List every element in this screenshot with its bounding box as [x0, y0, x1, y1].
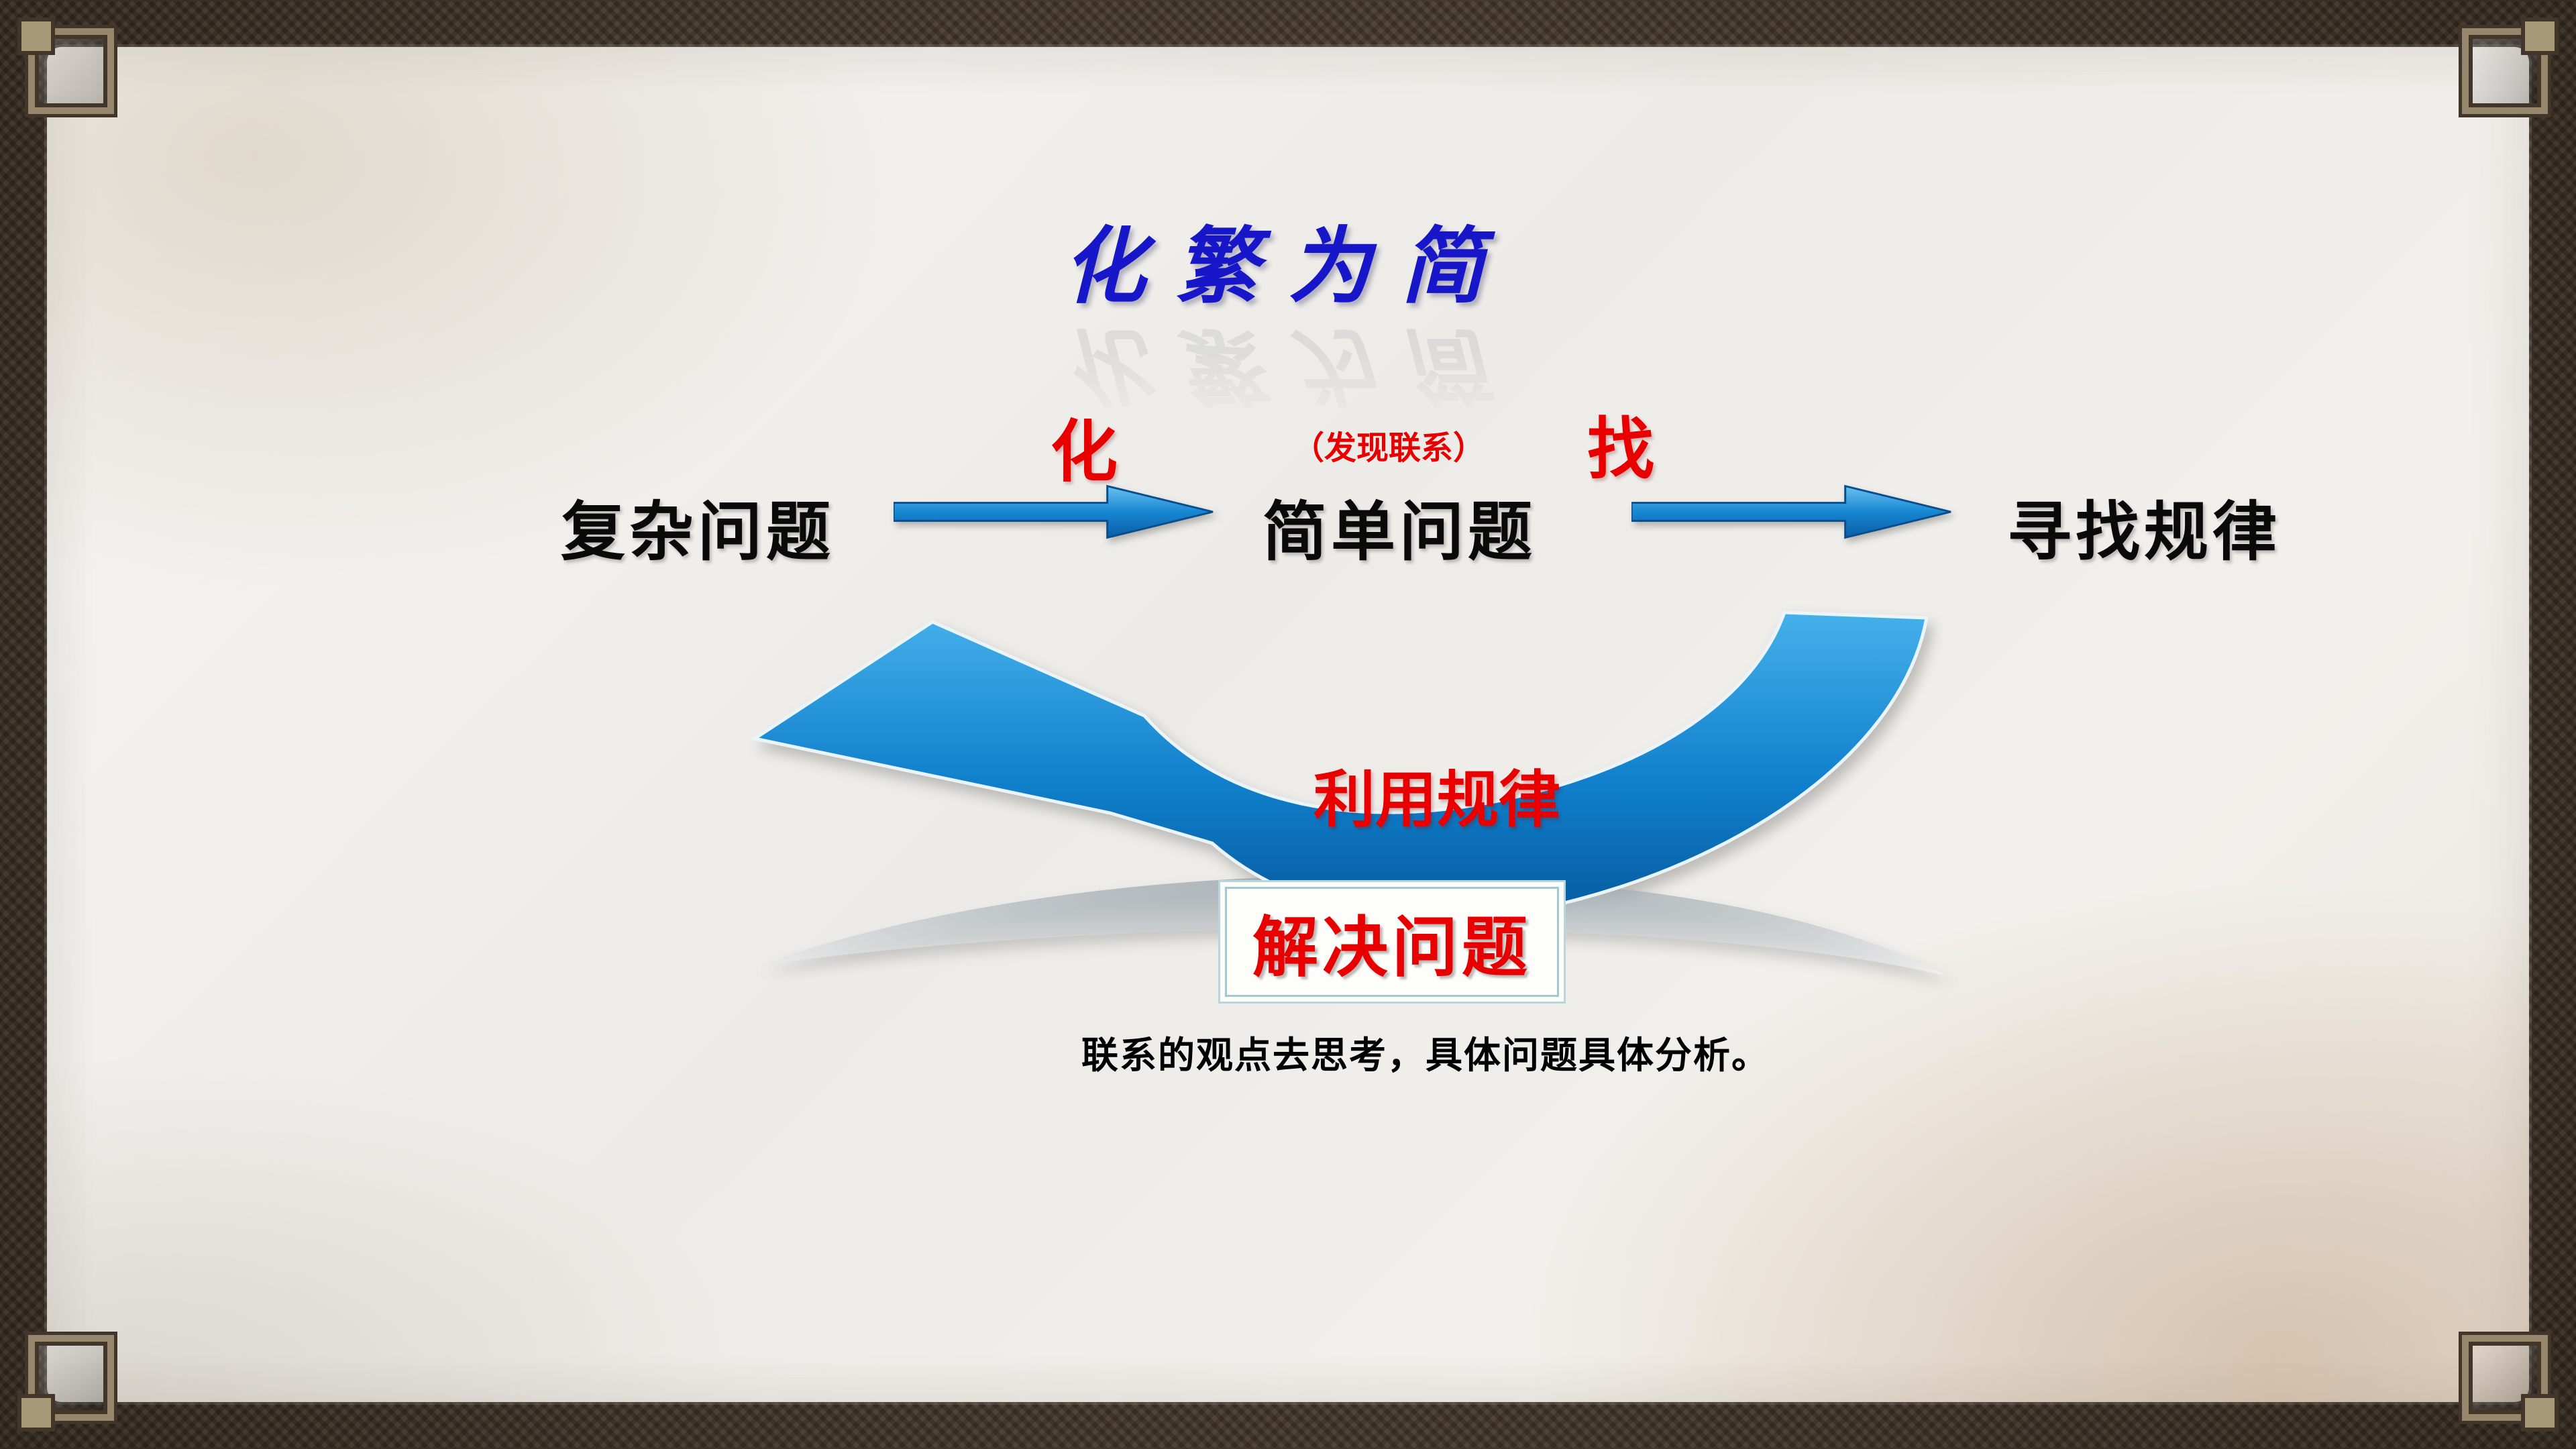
arrow-right-2-icon: [1631, 484, 1951, 539]
frame-corner-ornament-bottom-left: [17, 1335, 114, 1432]
caption-text: 联系的观点去思考，具体问题具体分析。: [1081, 1034, 1770, 1076]
background-texture-bottom-left: [47, 1000, 852, 1402]
node-seek-pattern: 寻找规律: [2007, 496, 2281, 568]
node-simple-problem: 简单问题: [1263, 496, 1536, 568]
frame-corner-ornament-bottom-right: [2462, 1335, 2559, 1432]
frame-corner-ornament-top-right: [2462, 17, 2559, 114]
label-transform: 化: [1051, 415, 1118, 490]
slide-title: 化繁为简: [1062, 218, 1513, 315]
slide-canvas: 化繁为简 化繁为简 复杂问题 化 （发现联系） 简单问题 找 寻找规律 利用规律…: [47, 47, 2529, 1402]
label-use-pattern: 利用规律: [1313, 766, 1561, 835]
frame-corner-ornament-top-left: [17, 17, 114, 114]
solve-problem-box: 解决问题: [1218, 880, 1566, 1004]
slide-title-reflection: 化繁为简: [1062, 317, 1513, 414]
label-discover-hint: （发现联系）: [1291, 431, 1485, 466]
arrow-right-1-icon: [894, 484, 1214, 539]
label-find: 找: [1587, 412, 1654, 487]
node-complex-problem: 复杂问题: [561, 496, 835, 568]
solve-problem-label: 解决问题: [1252, 910, 1532, 984]
